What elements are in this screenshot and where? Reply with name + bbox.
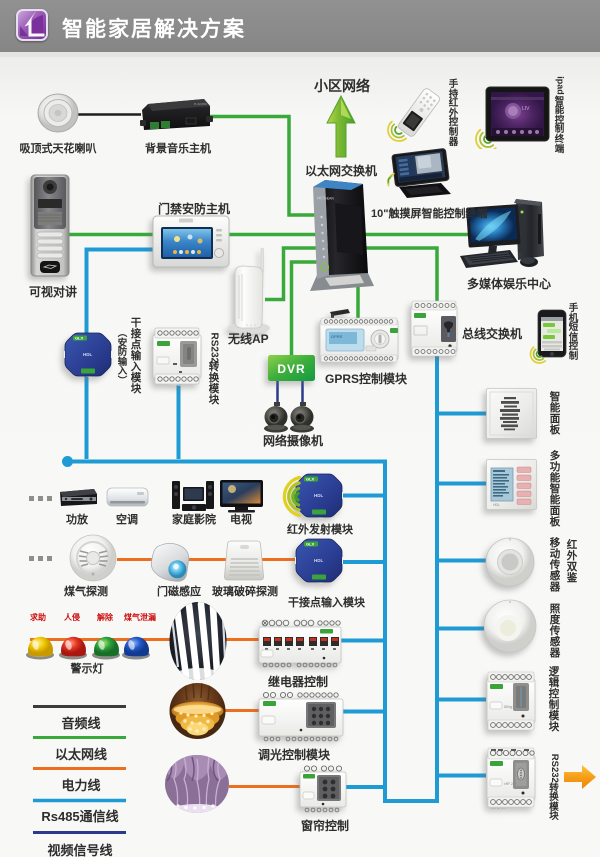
- svg-text:HDL Buspro: HDL Buspro: [491, 807, 507, 809]
- svg-text:NETGEAR: NETGEAR: [317, 196, 335, 201]
- svg-text:LIV: LIV: [522, 106, 530, 112]
- svg-text:8Ding 3A: 8Ding 3A: [504, 705, 518, 709]
- svg-text:DVR: DVR: [277, 362, 305, 376]
- svg-text:GPRS: GPRS: [331, 334, 343, 339]
- svg-text:nRF 232: nRF 232: [504, 782, 516, 786]
- svg-text:HDL: HDL: [493, 503, 500, 507]
- svg-text:e-sonic: e-sonic: [194, 101, 207, 106]
- svg-text:HDL Buspro: HDL Buspro: [491, 731, 507, 732]
